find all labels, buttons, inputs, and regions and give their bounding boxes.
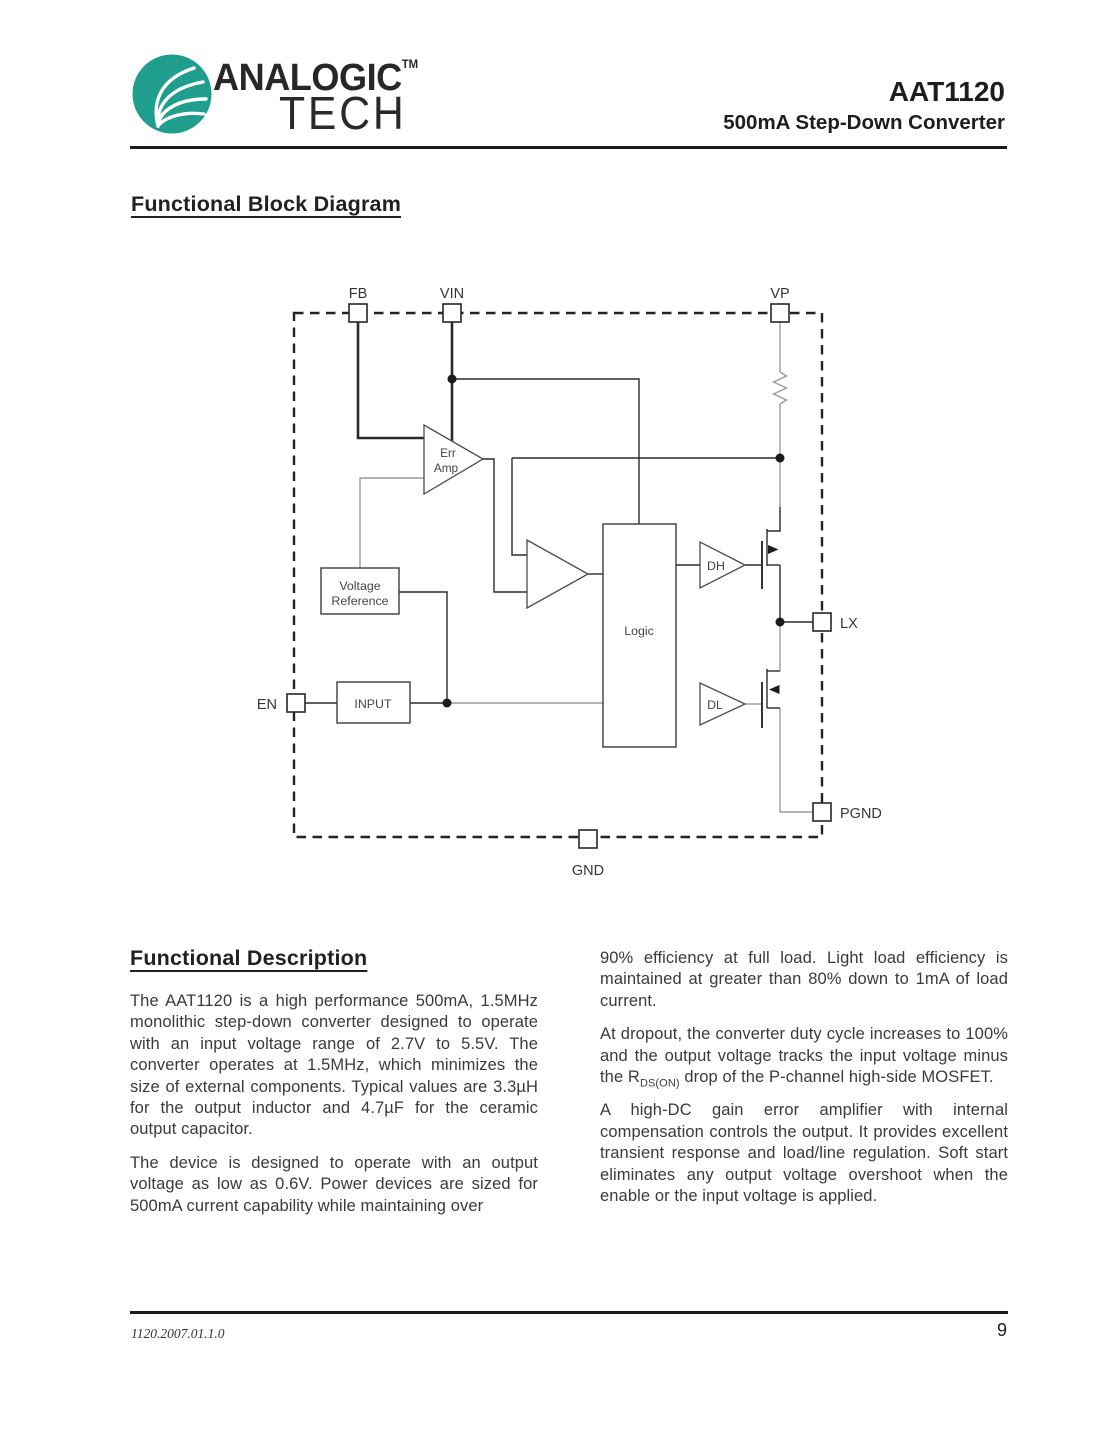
gray-wires xyxy=(359,322,813,813)
junction-dots xyxy=(442,374,785,708)
document-code: 1120.2007.01.1.0 xyxy=(131,1326,225,1341)
rds-subscript: DS(ON) xyxy=(639,1077,680,1090)
pin-squares xyxy=(286,303,832,849)
block-diagram-title: Functional Block Diagram xyxy=(131,192,402,216)
description-paragraph: The device is designed to operate with a… xyxy=(130,1153,538,1215)
ic-boundary xyxy=(292,311,824,839)
wire-vin-to-logic xyxy=(452,378,640,524)
rds-suffix: drop of the P-channel high-side MOSFET. xyxy=(679,1068,994,1087)
err-amp-label-1: Err xyxy=(440,446,456,460)
ls-arrow xyxy=(769,685,780,694)
wire-comparator-upper-input xyxy=(511,458,527,556)
pwm-comparator xyxy=(526,538,590,610)
hs-arrow xyxy=(768,545,779,554)
input-block xyxy=(336,681,411,724)
logic-label: Logic xyxy=(624,624,654,638)
dh-label: DH xyxy=(707,559,725,573)
supply-wires xyxy=(356,322,454,441)
error-amplifier xyxy=(423,423,485,496)
pin-vp xyxy=(770,303,790,323)
header-rule xyxy=(130,146,1007,149)
hs-drain xyxy=(767,507,781,532)
pin-label-vin: VIN xyxy=(440,286,464,302)
pin-gnd xyxy=(578,829,598,849)
wire-vref-to-node xyxy=(399,591,448,699)
rds-prefix: At dropout, the converter duty cycle inc… xyxy=(600,1025,1008,1087)
document-subtitle: 500mA Step-Down Converter xyxy=(723,111,1005,134)
wire-lowfet-to-pgnd xyxy=(779,708,813,813)
logic-block xyxy=(602,523,677,748)
signal-wires xyxy=(305,378,813,704)
pin-fb xyxy=(348,303,368,323)
pin-vin xyxy=(442,303,462,323)
page-number: 9 xyxy=(996,1320,1007,1340)
wire-erramp-out xyxy=(483,458,527,593)
description-left-column: Functional Description The AAT1120 is a … xyxy=(130,946,538,1229)
err-amp-label-2: Amp xyxy=(434,461,459,475)
wire-fb-to-erramp xyxy=(356,322,424,440)
logo-leaf-icon xyxy=(154,66,208,128)
voltage-reference-label-2: Reference xyxy=(331,594,388,608)
analogictech-logo-icon xyxy=(132,54,212,134)
description-paragraph: 90% efficiency at full load. Light load … xyxy=(600,949,1008,1010)
resistor-icon xyxy=(771,371,789,405)
voltage-reference-label-1: Voltage xyxy=(339,579,380,593)
description-paragraph: A high-DC gain error amplifier with inte… xyxy=(600,1101,1008,1206)
pin-label-vp: VP xyxy=(770,286,789,302)
description-title: Functional Description xyxy=(130,946,368,970)
junction-dot xyxy=(775,617,785,627)
wire-vref-to-erramp xyxy=(359,477,424,568)
dh-driver xyxy=(699,540,747,590)
pin-lx xyxy=(812,612,832,632)
pin-label-lx: LX xyxy=(840,616,858,632)
trademark-symbol: TM xyxy=(401,57,419,71)
logo-wordmark-line2: TECH xyxy=(279,87,407,139)
dl-label: DL xyxy=(707,698,723,712)
pin-pgnd xyxy=(812,802,832,822)
pin-label-en: EN xyxy=(257,697,277,713)
description-paragraph: The AAT1120 is a high performance 500mA,… xyxy=(130,992,538,1139)
logo-text-analogic: ANALOGIC xyxy=(213,57,402,99)
pin-en xyxy=(286,693,306,713)
junction-dot xyxy=(447,374,457,384)
part-number: AAT1120 xyxy=(888,76,1005,107)
pin-label-gnd: GND xyxy=(572,863,604,879)
junction-dot xyxy=(775,453,785,463)
high-side-mosfet-icon xyxy=(761,507,781,589)
dl-driver xyxy=(699,681,747,727)
pin-label-pgnd: PGND xyxy=(840,806,882,822)
junction-dot xyxy=(442,698,452,708)
description-right-column: 90% efficiency at full load. Light load … xyxy=(600,948,1008,1219)
footer-rule xyxy=(130,1311,1008,1314)
pin-label-fb: FB xyxy=(349,286,368,302)
input-label: INPUT xyxy=(354,697,392,711)
header-title-block: AAT1120 500mA Step-Down Converter xyxy=(723,76,1005,135)
voltage-reference-block xyxy=(320,567,400,615)
logo-wordmark-line1: ANALOGICTM xyxy=(213,57,418,100)
low-side-mosfet-icon xyxy=(761,669,780,728)
description-paragraph: At dropout, the converter duty cycle inc… xyxy=(600,1024,1008,1090)
